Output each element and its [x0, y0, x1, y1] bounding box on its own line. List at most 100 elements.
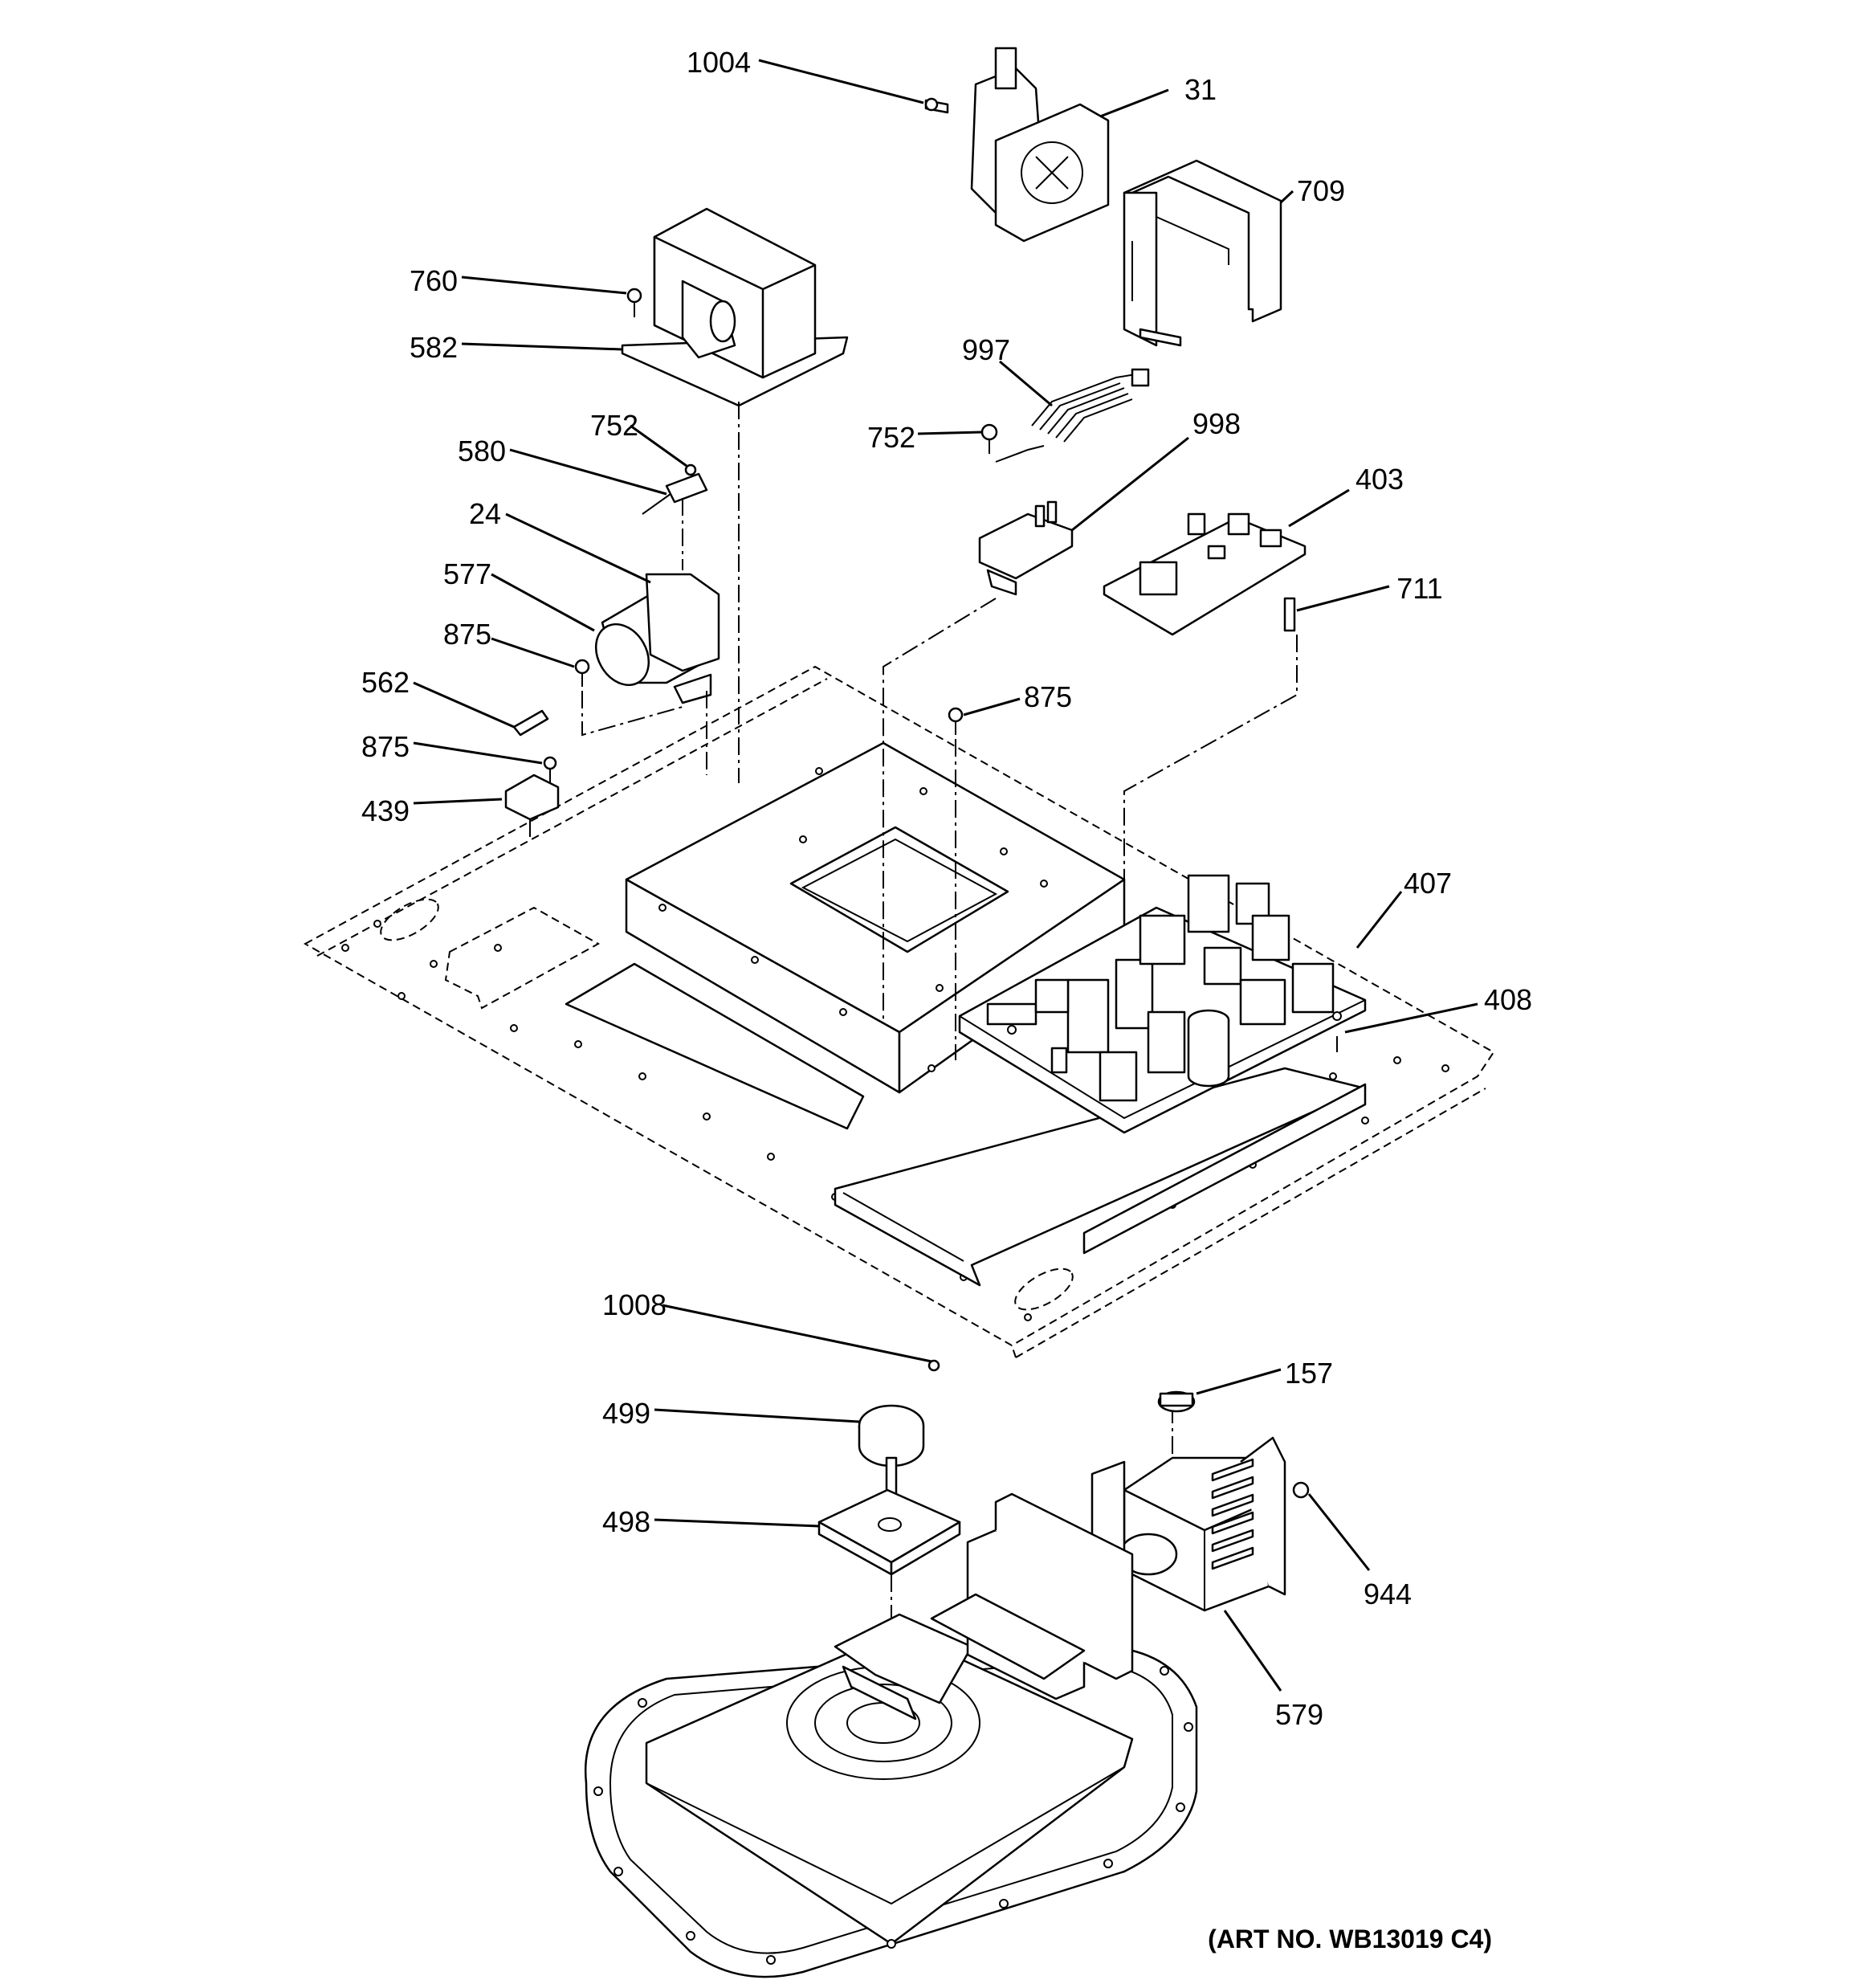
cooling-fin	[1211, 1511, 1254, 1535]
mounting-hole	[1184, 1722, 1193, 1732]
control-board-407	[958, 874, 1367, 1134]
mounting-hole	[1176, 1802, 1185, 1812]
leader-line-408	[1344, 1002, 1478, 1034]
mounting-hole	[767, 1153, 775, 1161]
mounting-hole	[686, 1931, 695, 1941]
callout-label-562: 562	[361, 666, 410, 699]
callout-label-407: 407	[1404, 867, 1452, 900]
mounting-hole	[766, 1955, 776, 1965]
callout-label-752b: 752	[867, 421, 915, 454]
mounting-hole	[397, 992, 406, 1000]
callout-label-875a: 875	[443, 618, 491, 651]
leader-line-752a	[630, 424, 687, 467]
leader-line-403	[1288, 488, 1350, 528]
mounting-hole	[887, 1939, 896, 1949]
leader-line-875c	[413, 741, 543, 765]
mounting-hole	[1103, 1859, 1113, 1868]
callout-label-709: 709	[1297, 174, 1345, 207]
mounting-hole	[1329, 1072, 1337, 1080]
callout-label-577: 577	[443, 557, 491, 590]
cavity-bottom	[584, 1492, 1198, 1978]
transformer-582	[621, 207, 849, 407]
leader-line-875b	[963, 697, 1021, 716]
callout-label-875b: 875	[1024, 680, 1072, 713]
leader-line-499	[654, 1408, 860, 1423]
leader-line-580	[509, 448, 667, 496]
mounting-rail	[834, 1067, 1367, 1287]
leader-line-579	[1223, 1610, 1282, 1692]
mounting-hole	[574, 1040, 582, 1048]
mounting-hole	[1160, 1666, 1169, 1676]
callout-label-711: 711	[1396, 572, 1442, 605]
mounting-hole	[638, 1072, 646, 1080]
leader-line-875a	[491, 637, 575, 668]
relay-998	[978, 423, 1074, 596]
mounting-hole	[593, 1786, 603, 1796]
callout-label-31: 31	[1184, 73, 1217, 106]
leader-line-577	[491, 573, 595, 632]
mounting-hole	[1393, 1056, 1401, 1064]
leader-line-944	[1307, 1493, 1371, 1571]
leader-line-752b	[917, 431, 982, 435]
callout-label-439: 439	[361, 794, 410, 827]
mounting-hole	[703, 1112, 711, 1121]
mounting-hole	[1024, 1313, 1032, 1321]
cooling-fin	[1211, 1458, 1254, 1482]
callout-label-580: 580	[458, 435, 506, 467]
callout-label-752a: 752	[590, 409, 638, 442]
assembly-lines	[529, 402, 1338, 1647]
leader-line-498	[654, 1518, 820, 1528]
callout-label-875c: 875	[361, 730, 410, 763]
callout-label-499: 499	[602, 1397, 650, 1430]
callout-label-157: 157	[1285, 1357, 1333, 1390]
mounting-hole	[999, 1899, 1009, 1908]
leader-line-582	[461, 342, 623, 351]
mounting-hole	[1441, 1064, 1449, 1072]
mounting-hole	[1361, 1116, 1369, 1125]
leader-line-407	[1355, 891, 1403, 949]
mounting-hole	[494, 944, 502, 952]
leader-line-709	[1279, 190, 1294, 204]
magnetron-579	[1090, 1390, 1310, 1612]
leader-line-760	[461, 276, 627, 295]
callout-label-997: 997	[962, 333, 1010, 366]
leader-line-24	[505, 512, 651, 584]
mounting-hole	[373, 920, 381, 928]
cooling-fin	[1211, 1493, 1254, 1517]
fan-motor-577	[504, 463, 964, 821]
fan-assembly-31	[924, 47, 1110, 243]
callout-label-582: 582	[410, 331, 458, 364]
callout-label-408: 408	[1484, 983, 1532, 1016]
callout-label-24: 24	[469, 497, 501, 530]
callout-label-579: 579	[1275, 1698, 1323, 1731]
cooling-fin	[1211, 1546, 1254, 1570]
cooling-fin	[1211, 1476, 1254, 1500]
art-number: (ART NO. WB13019 C4)	[1208, 1925, 1492, 1953]
leader-line-1004	[758, 59, 924, 104]
mounting-hole	[614, 1867, 623, 1876]
mounting-hole	[341, 944, 349, 952]
leader-line-998	[1071, 436, 1189, 532]
callout-label-403: 403	[1355, 463, 1404, 496]
cooling-fin	[1211, 1529, 1254, 1553]
leader-line-1008	[662, 1304, 932, 1363]
callout-label-760: 760	[410, 264, 458, 297]
leader-line-711	[1296, 585, 1390, 612]
leader-line-31	[1099, 88, 1169, 118]
mounting-hole	[510, 1024, 518, 1032]
stirrer-motor-499	[858, 1359, 940, 1496]
mounting-hole	[430, 960, 438, 968]
callout-label-498: 498	[602, 1505, 650, 1538]
leader-line-997	[999, 360, 1053, 407]
board-403	[1103, 512, 1307, 636]
cavity-box	[565, 741, 1126, 1130]
callout-label-1008: 1008	[602, 1288, 667, 1321]
leader-line-157	[1196, 1368, 1282, 1395]
callout-label-1004: 1004	[687, 46, 751, 79]
duct-709	[1123, 159, 1282, 347]
wire-harness-997	[995, 368, 1150, 463]
cover-498	[817, 1488, 961, 1576]
